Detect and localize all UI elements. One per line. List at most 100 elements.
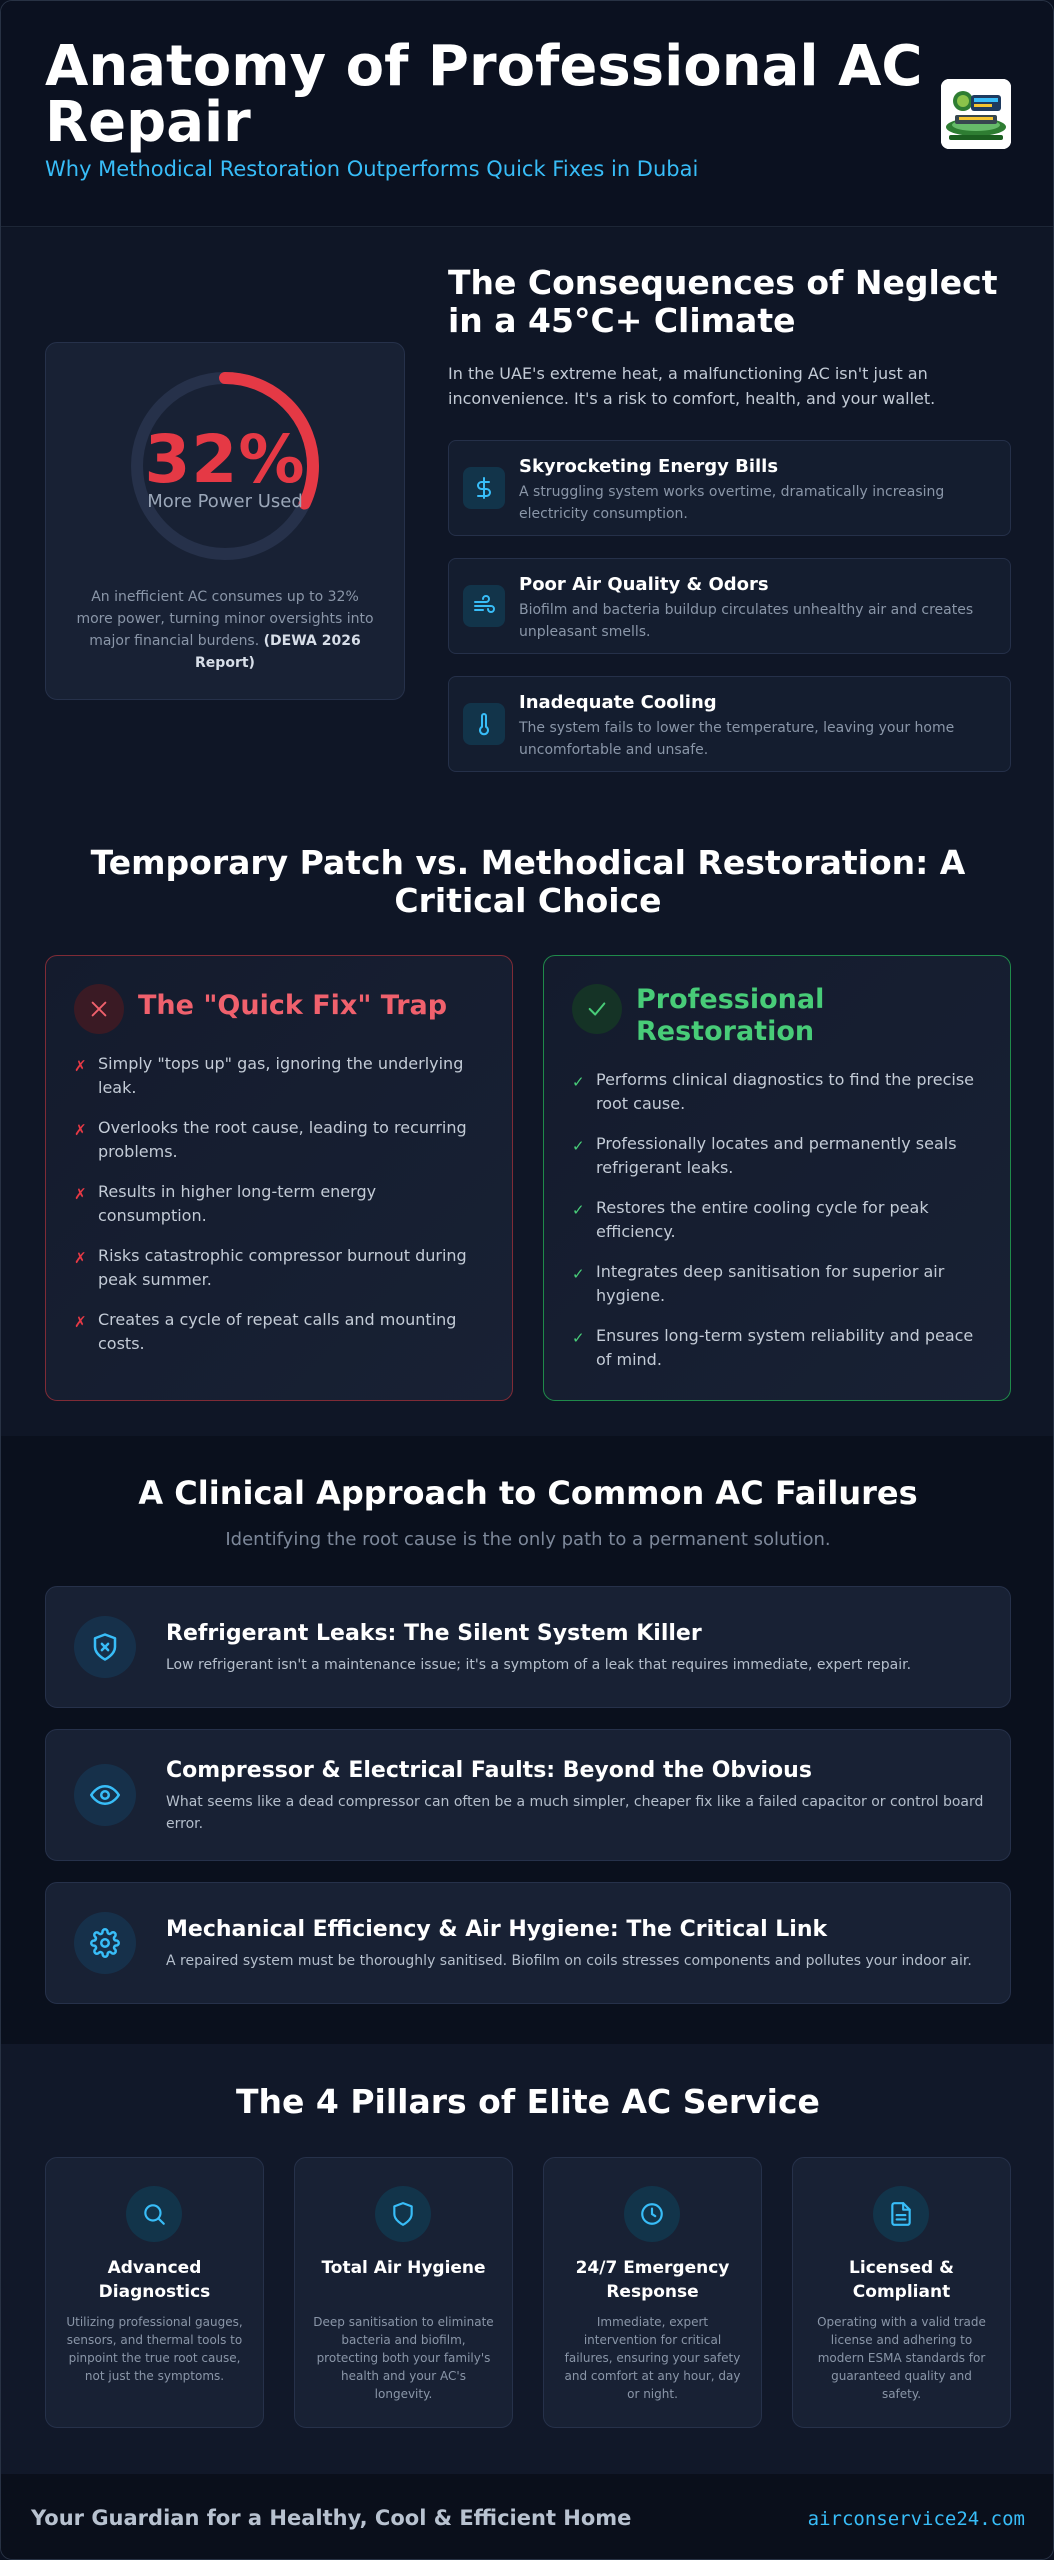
pillar-card-diagnostics: Advanced Diagnostics Utilizing professio… xyxy=(45,2157,264,2428)
page-subtitle: Why Methodical Restoration Outperforms Q… xyxy=(45,157,699,181)
failure-card-mechanical: Mechanical Efficiency & Air Hygiene: The… xyxy=(45,1882,1011,2004)
clinical-subtitle: Identifying the root cause is the only p… xyxy=(225,1529,831,1550)
quick-fix-list: ✗ Simply "tops up" gas, ignoring the unde… xyxy=(74,1052,486,1372)
pillar-description: Deep sanitisation to eliminate bacteria … xyxy=(313,2315,494,2401)
list-item-text: Creates a cycle of repeat calls and moun… xyxy=(98,1310,457,1353)
failure-title: Refrigerant Leaks: The Silent System Kil… xyxy=(166,1621,702,1646)
quick-fix-title: The "Quick Fix" Trap xyxy=(138,990,448,1021)
shield-x-icon xyxy=(74,1616,136,1678)
list-item-text: Ensures long-term system reliability and… xyxy=(596,1326,974,1369)
dollar-icon xyxy=(463,467,505,509)
list-item-text: Results in higher long-term energy consu… xyxy=(98,1182,377,1225)
footer-tagline: Your Guardian for a Healthy, Cool & Effi… xyxy=(31,2506,632,2530)
gear-icon xyxy=(74,1912,136,1974)
failure-description: Low refrigerant isn't a maintenance issu… xyxy=(166,1657,912,1673)
pillars-section: The 4 Pillars of Elite AC Service Advanc… xyxy=(1,2044,1053,2474)
professional-card: Professional Restoration ✓ Performs clini… xyxy=(543,955,1011,1401)
pillar-title: 24/7 Emergency Response xyxy=(575,2258,730,2302)
risk-title: Skyrocketing Energy Bills xyxy=(519,456,779,477)
pillar-card-licensed: Licensed & Compliant Operating with a va… xyxy=(792,2157,1011,2428)
failure-description: What seems like a dead compressor can of… xyxy=(166,1794,984,1832)
list-item: ✗ Overlooks the root cause, leading to re… xyxy=(74,1116,486,1164)
risk-description: The system fails to lower the temperatur… xyxy=(519,720,955,758)
pillar-card-hygiene: Total Air Hygiene Deep sanitisation to e… xyxy=(294,2157,513,2428)
shield-icon xyxy=(375,2186,431,2242)
stat-source: (DEWA 2026 Report) xyxy=(195,633,361,671)
list-item-text: Risks catastrophic compressor burnout du… xyxy=(98,1246,467,1289)
stat-value: 32% xyxy=(144,421,306,498)
cross-mark: ✗ xyxy=(74,1121,87,1139)
check-mark: ✓ xyxy=(572,1137,585,1155)
stat-description: An inefficient AC consumes up to 32% mor… xyxy=(76,586,374,674)
x-icon xyxy=(74,984,124,1034)
stat-ring-arc xyxy=(131,372,319,560)
pillar-title: Licensed & Compliant xyxy=(849,2258,954,2302)
failure-card-compressor: Compressor & Electrical Faults: Beyond t… xyxy=(45,1729,1011,1861)
pillars-title: The 4 Pillars of Elite AC Service xyxy=(236,2082,820,2121)
list-item-text: Simply "tops up" gas, ignoring the under… xyxy=(98,1054,464,1097)
list-item: ✓ Professionally locates and permanently … xyxy=(572,1132,984,1180)
footer: Your Guardian for a Healthy, Cool & Effi… xyxy=(1,2474,1053,2559)
footer-website-link[interactable]: airconservice24.com xyxy=(807,2508,1025,2530)
cross-mark: ✗ xyxy=(74,1057,87,1075)
eye-icon xyxy=(74,1764,136,1826)
pillar-card-emergency: 24/7 Emergency Response Immediate, exper… xyxy=(543,2157,762,2428)
list-item: ✗ Creates a cycle of repeat calls and mou… xyxy=(74,1308,486,1356)
cross-mark: ✗ xyxy=(74,1185,87,1203)
risk-title: Inadequate Cooling xyxy=(519,692,717,713)
pillar-description: Operating with a valid trade license and… xyxy=(817,2315,986,2401)
quick-fix-card: The "Quick Fix" Trap ✗ Simply "tops up" g… xyxy=(45,955,513,1401)
list-item-text: Performs clinical diagnostics to find th… xyxy=(596,1070,974,1113)
search-icon xyxy=(126,2186,182,2242)
pillar-title: Advanced Diagnostics xyxy=(98,2258,211,2302)
document-icon xyxy=(873,2186,929,2242)
clinical-section: A Clinical Approach to Common AC Failure… xyxy=(1,1436,1053,2044)
stat-card: 32% More Power Used An inefficient AC co… xyxy=(45,342,405,700)
professional-list: ✓ Performs clinical diagnostics to find t… xyxy=(572,1068,984,1388)
thermometer-icon xyxy=(463,703,505,745)
list-item: ✗ Simply "tops up" gas, ignoring the unde… xyxy=(74,1052,486,1100)
neglect-intro: In the UAE's extreme heat, a malfunction… xyxy=(448,364,936,408)
check-mark: ✓ xyxy=(572,1265,585,1283)
stat-label: More Power Used xyxy=(147,491,303,512)
list-item-text: Overlooks the root cause, leading to rec… xyxy=(98,1118,467,1161)
failure-card-refrigerant: Refrigerant Leaks: The Silent System Kil… xyxy=(45,1586,1011,1708)
list-item-text: Restores the entire cooling cycle for pe… xyxy=(596,1198,929,1241)
pillar-title: Total Air Hygiene xyxy=(321,2258,486,2278)
list-item: ✓ Ensures long-term system reliability an… xyxy=(572,1324,984,1372)
list-item: ✗ Risks catastrophic compressor burnout d… xyxy=(74,1244,486,1292)
neglect-section: 32% More Power Used An inefficient AC co… xyxy=(1,228,1053,808)
check-mark: ✓ xyxy=(572,1329,585,1347)
list-item-text: Professionally locates and permanently s… xyxy=(596,1134,957,1177)
comparison-section: Temporary Patch vs. Methodical Restorati… xyxy=(1,808,1053,1436)
neglect-title: The Consequences of Neglect in a 45°C+ C… xyxy=(448,263,998,340)
list-item: ✗ Results in higher long-term energy cons… xyxy=(74,1180,486,1228)
company-logo[interactable] xyxy=(941,79,1011,149)
comparison-title: Temporary Patch vs. Methodical Restorati… xyxy=(90,843,966,920)
stat-description-text: An inefficient AC consumes up to 32% mor… xyxy=(76,589,374,649)
risk-card-cooling: Inadequate Cooling The system fails to l… xyxy=(448,676,1011,772)
cross-mark: ✗ xyxy=(74,1249,87,1267)
failure-title: Mechanical Efficiency & Air Hygiene: The… xyxy=(166,1917,828,1942)
check-mark: ✓ xyxy=(572,1201,585,1219)
professional-title: Professional Restoration xyxy=(636,984,825,1047)
list-item: ✓ Performs clinical diagnostics to find t… xyxy=(572,1068,984,1116)
pillar-description: Immediate, expert intervention for criti… xyxy=(564,2315,741,2401)
clinical-title: A Clinical Approach to Common AC Failure… xyxy=(138,1474,918,1512)
check-mark: ✓ xyxy=(572,1073,585,1091)
risk-card-energy: Skyrocketing Energy Bills A struggling s… xyxy=(448,440,1011,536)
risk-title: Poor Air Quality & Odors xyxy=(519,574,769,595)
pillar-description: Utilizing professional gauges, sensors, … xyxy=(66,2315,243,2383)
risk-description: A struggling system works overtime, dram… xyxy=(519,484,945,522)
risk-description: Biofilm and bacteria buildup circulates … xyxy=(519,602,974,640)
page-title: Anatomy of Professional AC Repair xyxy=(45,34,923,155)
failure-title: Compressor & Electrical Faults: Beyond t… xyxy=(166,1758,812,1783)
list-item-text: Integrates deep sanitisation for superio… xyxy=(596,1262,945,1305)
list-item: ✓ Integrates deep sanitisation for superi… xyxy=(572,1260,984,1308)
cross-mark: ✗ xyxy=(74,1313,87,1331)
failure-description: A repaired system must be thoroughly san… xyxy=(166,1953,972,1969)
list-item: ✓ Restores the entire cooling cycle for p… xyxy=(572,1196,984,1244)
check-icon xyxy=(572,984,622,1034)
risk-card-air-quality: Poor Air Quality & Odors Biofilm and bac… xyxy=(448,558,1011,654)
